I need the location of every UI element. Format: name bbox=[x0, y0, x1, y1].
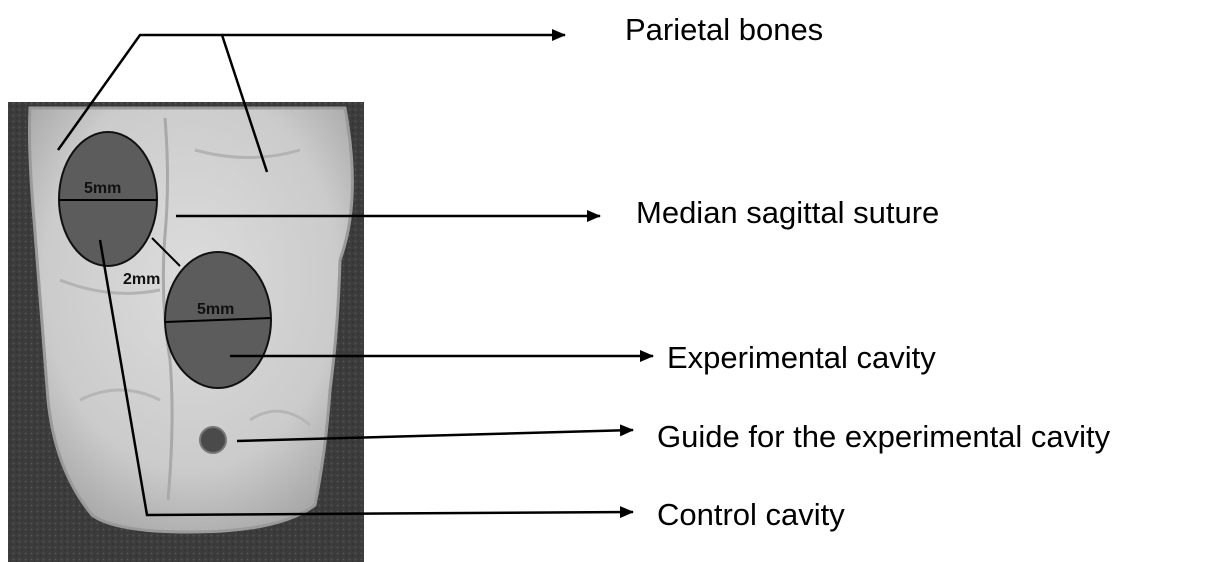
experimental-cavity-label: Experimental cavity bbox=[667, 342, 936, 373]
guide-hole bbox=[200, 427, 226, 453]
parietal-bones-label: Parietal bones bbox=[625, 14, 823, 45]
control-diameter-label: 5mm bbox=[84, 180, 121, 197]
control-cavity-label: Control cavity bbox=[657, 499, 845, 530]
gap-label: 2mm bbox=[123, 271, 160, 288]
guide-label: Guide for the experimental cavity bbox=[657, 421, 1110, 452]
radiograph-image: 5mm 5mm 2mm bbox=[8, 102, 364, 562]
median-sagittal-suture-label: Median sagittal suture bbox=[636, 197, 939, 228]
experimental-diameter-label: 5mm bbox=[197, 301, 234, 318]
